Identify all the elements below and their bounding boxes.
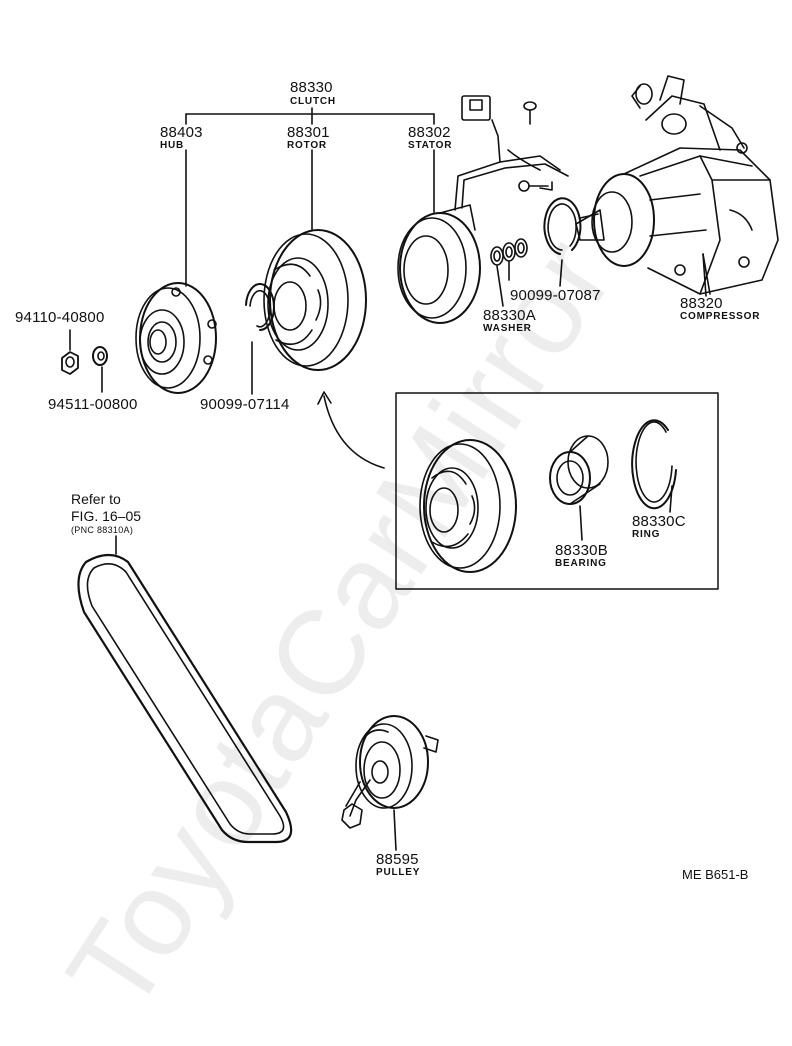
belt-ref-line1: Refer to [71, 491, 121, 507]
ring-part-no: 88330C [632, 513, 686, 530]
hub-name: HUB [160, 140, 185, 151]
snap-ring-stator-drawing [544, 198, 580, 286]
hub-drawing [136, 150, 216, 393]
nut-drawing [62, 330, 78, 374]
pulley-name: PULLEY [376, 867, 421, 878]
stator-drawing [398, 96, 568, 323]
lock-washer-drawing [93, 347, 107, 392]
clutch-part-no: 88330 [290, 79, 333, 96]
washer-part-no: 88330A [483, 307, 536, 324]
clutch-name: CLUTCH [290, 96, 336, 107]
pulley-drawing [342, 716, 438, 850]
rotor-name: ROTOR [287, 140, 327, 151]
v-belt-drawing [78, 536, 291, 842]
washer-drawing [491, 239, 527, 306]
stator-part-no: 88302 [408, 124, 451, 141]
bearing-name: BEARING [555, 558, 607, 569]
compressor-leader [703, 254, 706, 296]
belt-ref-line2: FIG. 16–05 [71, 508, 142, 524]
detail-arrow [318, 392, 384, 468]
figure-code: ME B651-B [682, 867, 749, 882]
hub-part-no: 88403 [160, 124, 203, 141]
rotor-part-no: 88301 [287, 124, 330, 141]
bearing-part-no: 88330B [555, 542, 608, 559]
ring-drawing [632, 420, 676, 512]
stator-name: STATOR [408, 140, 453, 151]
compressor-part-no: 88320 [680, 295, 723, 312]
bearing-drawing [550, 436, 608, 540]
rotor-drawing [264, 150, 366, 370]
nut-part-no: 94110-40800 [15, 309, 105, 326]
detail-rotor-drawing [420, 440, 516, 572]
lock-washer-part-no: 94511-00800 [48, 396, 138, 413]
clutch-bracket [186, 108, 434, 124]
snap-ring-stator-part-no: 90099-07087 [510, 287, 601, 304]
compressor-drawing [576, 76, 778, 294]
ring-name: RING [632, 529, 661, 540]
washer-name: WASHER [483, 323, 532, 334]
compressor-name: COMPRESSOR [680, 311, 761, 322]
belt-ref-line3: (PNC 88310A) [71, 525, 134, 535]
pulley-part-no: 88595 [376, 851, 419, 868]
detail-box [396, 393, 718, 589]
wire-clamp-screw [524, 102, 536, 124]
snap-ring-hub-part-no: 90099-07114 [200, 396, 290, 413]
